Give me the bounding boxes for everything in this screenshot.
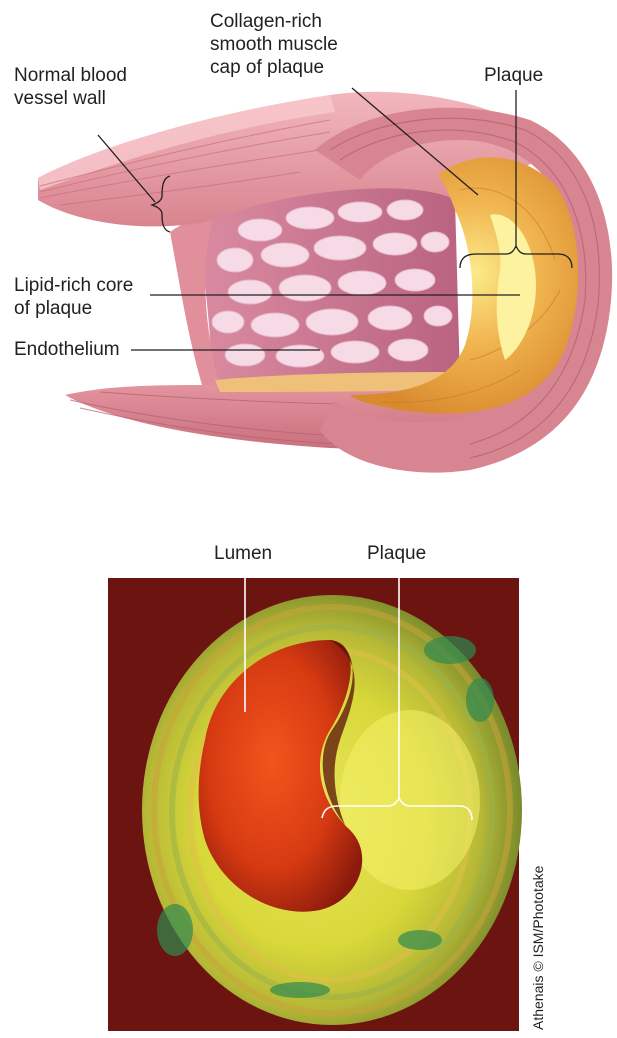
photo-credit: Athenais © ISM/Phototake [530,866,546,1030]
